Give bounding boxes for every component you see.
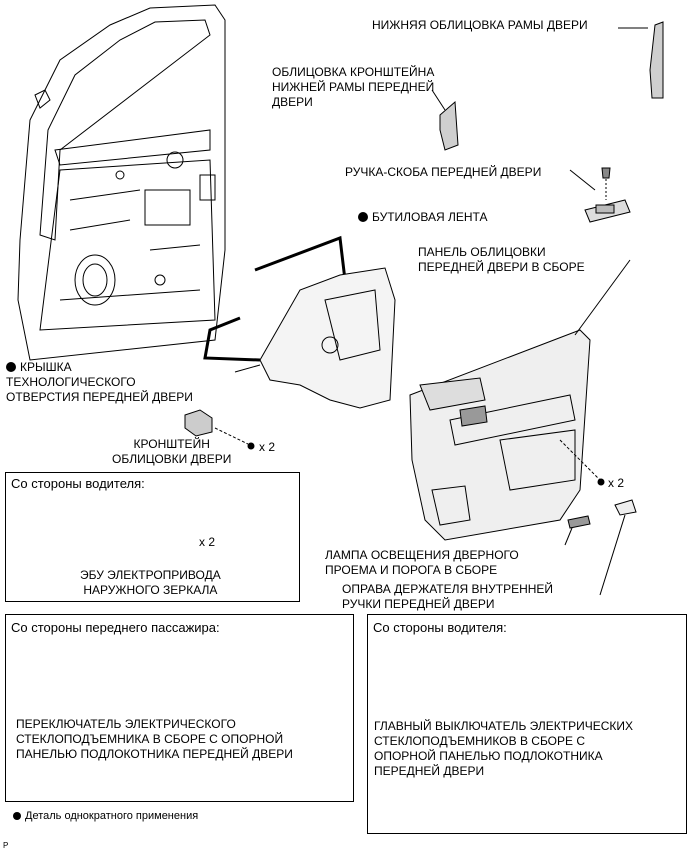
single-use-dot-icon xyxy=(358,212,368,222)
inside-handle-bezel-part xyxy=(614,499,637,516)
pull-handle-part xyxy=(584,167,631,223)
label-trim-panel: ПАНЕЛЬ ОБЛИЦОВКИ ПЕРЕДНЕЙ ДВЕРИ В СБОРЕ xyxy=(418,245,585,274)
label-service-hole-cover: КРЫШКА ТЕХНОЛОГИЧЕСКОГО ОТВЕРСТИЯ ПЕРЕДН… xyxy=(6,360,193,404)
single-use-dot-icon xyxy=(13,812,21,820)
label-courtesy-lamp: ЛАМПА ОСВЕЩЕНИЯ ДВЕРНОГО ПРОЕМА И ПОРОГА… xyxy=(325,548,519,577)
passenger-switch-label: ПЕРЕКЛЮЧАТЕЛЬ ЭЛЕКТРИЧЕСКОГО СТЕКЛОПОДЪЕ… xyxy=(16,717,293,761)
driver-side-box: Со стороны водителя: x 2 ЭБУ ЭЛЕКТРОПРИВ… xyxy=(5,472,300,602)
label-lower-frame-bracket-trim: ОБЛИЦОВКА КРОНШТЕЙНА НИЖНЕЙ РАМЫ ПЕРЕДНЕ… xyxy=(272,65,435,109)
bracket-trim-part xyxy=(439,100,459,151)
label-inside-handle-bezel: ОПРАВА ДЕРЖАТЕЛЯ ВНУТРЕННЕЙ РУЧКИ ПЕРЕДН… xyxy=(342,582,554,611)
door-trim-panel-part xyxy=(409,329,591,541)
legend: Деталь однократного применения xyxy=(13,810,198,822)
label-lower-frame-trim: НИЖНЯЯ ОБЛИЦОВКА РАМЫ ДВЕРИ xyxy=(372,18,588,32)
mirror-ecu-label: ЭБУ ЭЛЕКТРОПРИВОДА НАРУЖНОГО ЗЕРКАЛА xyxy=(80,568,221,597)
label-pull-handle: РУЧКА-СКОБА ПЕРЕДНЕЙ ДВЕРИ xyxy=(345,165,542,179)
passenger-side-box: Со стороны переднего пассажира: ПЕРЕКЛЮЧ… xyxy=(5,614,354,802)
mirror-ecu-qty: x 2 xyxy=(199,535,216,549)
service-hole-cover-part xyxy=(259,267,396,409)
single-use-dot-icon xyxy=(6,362,16,372)
driver-master-switch-label: ГЛАВНЫЙ ВЫКЛЮЧАТЕЛЬ ЭЛЕКТРИЧЕСКИХ СТЕКЛО… xyxy=(374,719,633,778)
driver-side-box-title: Со стороны водителя: xyxy=(11,476,145,491)
trim-bracket-part xyxy=(184,409,213,437)
passenger-side-box-title: Со стороны переднего пассажира: xyxy=(11,620,220,635)
corner-mark: P xyxy=(3,841,9,850)
driver-master-switch-box-title: Со стороны водителя: xyxy=(373,620,507,635)
door-frame-illustration xyxy=(17,4,226,361)
lower-frame-trim-part xyxy=(649,21,664,99)
label-qty-bracket: x 2 xyxy=(259,440,276,454)
driver-master-switch-box: Со стороны водителя: ГЛАВНЫЙ ВЫКЛЮЧАТЕЛЬ… xyxy=(367,614,687,834)
label-qty-panel: x 2 xyxy=(608,476,625,490)
label-butyl-tape: БУТИЛОВАЯ ЛЕНТА xyxy=(358,210,487,225)
courtesy-lamp-part xyxy=(567,515,591,529)
label-trim-bracket: КРОНШТЕЙН ОБЛИЦОВКИ ДВЕРИ xyxy=(112,437,232,466)
